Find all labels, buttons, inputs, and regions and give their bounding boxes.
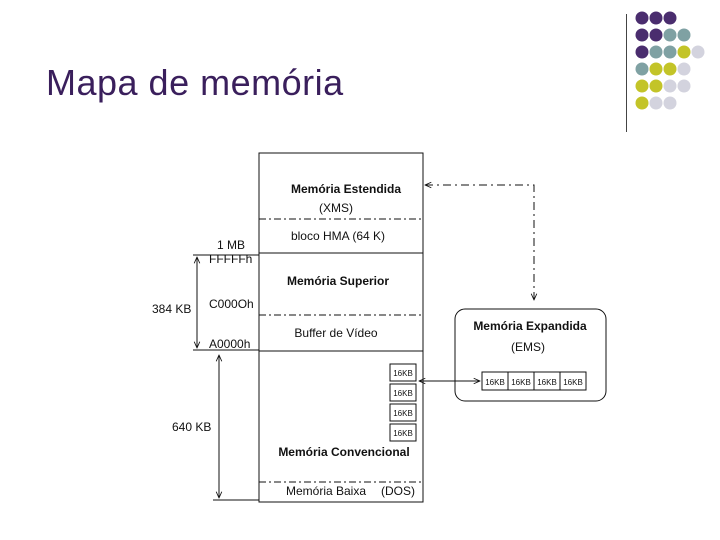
xms-ems-link-arrow — [425, 185, 534, 300]
decorative-dot — [663, 79, 677, 93]
decorative-dot — [635, 11, 649, 25]
conventional-memory-label: Memória Convencional — [278, 445, 409, 459]
dos-label: (DOS) — [381, 484, 415, 498]
size-384kb: 384 KB — [152, 302, 191, 316]
page-frame-label: 16KB — [393, 429, 413, 438]
page-frame-label: 16KB — [393, 369, 413, 378]
decorative-dot — [677, 62, 691, 76]
decorative-dot — [663, 96, 677, 110]
ems-page-label: 16KB — [537, 378, 557, 387]
xms-title: Memória Estendida — [291, 182, 401, 196]
decorative-dot — [677, 79, 691, 93]
decorative-dot — [663, 28, 677, 42]
low-memory-label: Memória Baixa — [286, 484, 366, 498]
ems-page-label: 16KB — [485, 378, 505, 387]
decorative-dots — [635, 11, 705, 110]
page-frame-label: 16KB — [393, 389, 413, 398]
ems-page-label: 16KB — [563, 378, 583, 387]
decorative-dot — [677, 45, 691, 59]
page-frame-box — [389, 403, 417, 422]
xms-sub: (XMS) — [319, 201, 353, 215]
addr-fffff: FFFFFh — [209, 252, 252, 266]
decorative-dot — [649, 62, 663, 76]
ems-box — [454, 308, 607, 402]
decorative-dot — [649, 45, 663, 59]
decorative-dot — [649, 28, 663, 42]
ems-page-label: 16KB — [511, 378, 531, 387]
decorative-dot — [691, 45, 705, 59]
decorative-dot — [635, 79, 649, 93]
size-640kb: 640 KB — [172, 420, 211, 434]
page-title: Mapa de memória — [46, 62, 344, 103]
decorative-dot — [635, 96, 649, 110]
addr-c000: C000Oh — [209, 297, 254, 311]
decorative-dot — [649, 11, 663, 25]
decorative-dot — [663, 62, 677, 76]
upper-memory-label: Memória Superior — [287, 274, 389, 288]
page-frame-box — [389, 363, 417, 382]
addr-a000: A0000h — [209, 337, 250, 351]
ems-page-box — [559, 371, 587, 391]
decorative-dot — [635, 28, 649, 42]
decorative-dot — [677, 28, 691, 42]
video-buffer-label: Buffer de Vídeo — [294, 326, 378, 340]
ems-title: Memória Expandida — [473, 319, 587, 333]
decorative-dot — [663, 11, 677, 25]
addr-1mb: 1 MB — [217, 238, 245, 252]
memory-column — [258, 152, 424, 503]
page-frame-label: 16KB — [393, 409, 413, 418]
hma-label: bloco HMA (64 K) — [291, 229, 385, 243]
page-frame-box — [389, 383, 417, 402]
decorative-dot — [635, 62, 649, 76]
decorative-dot — [635, 45, 649, 59]
title-divider — [626, 14, 627, 132]
decorative-dot — [663, 45, 677, 59]
ems-sub: (EMS) — [511, 340, 545, 354]
decorative-dot — [649, 96, 663, 110]
page-frame-box — [389, 423, 417, 442]
decorative-dot — [649, 79, 663, 93]
